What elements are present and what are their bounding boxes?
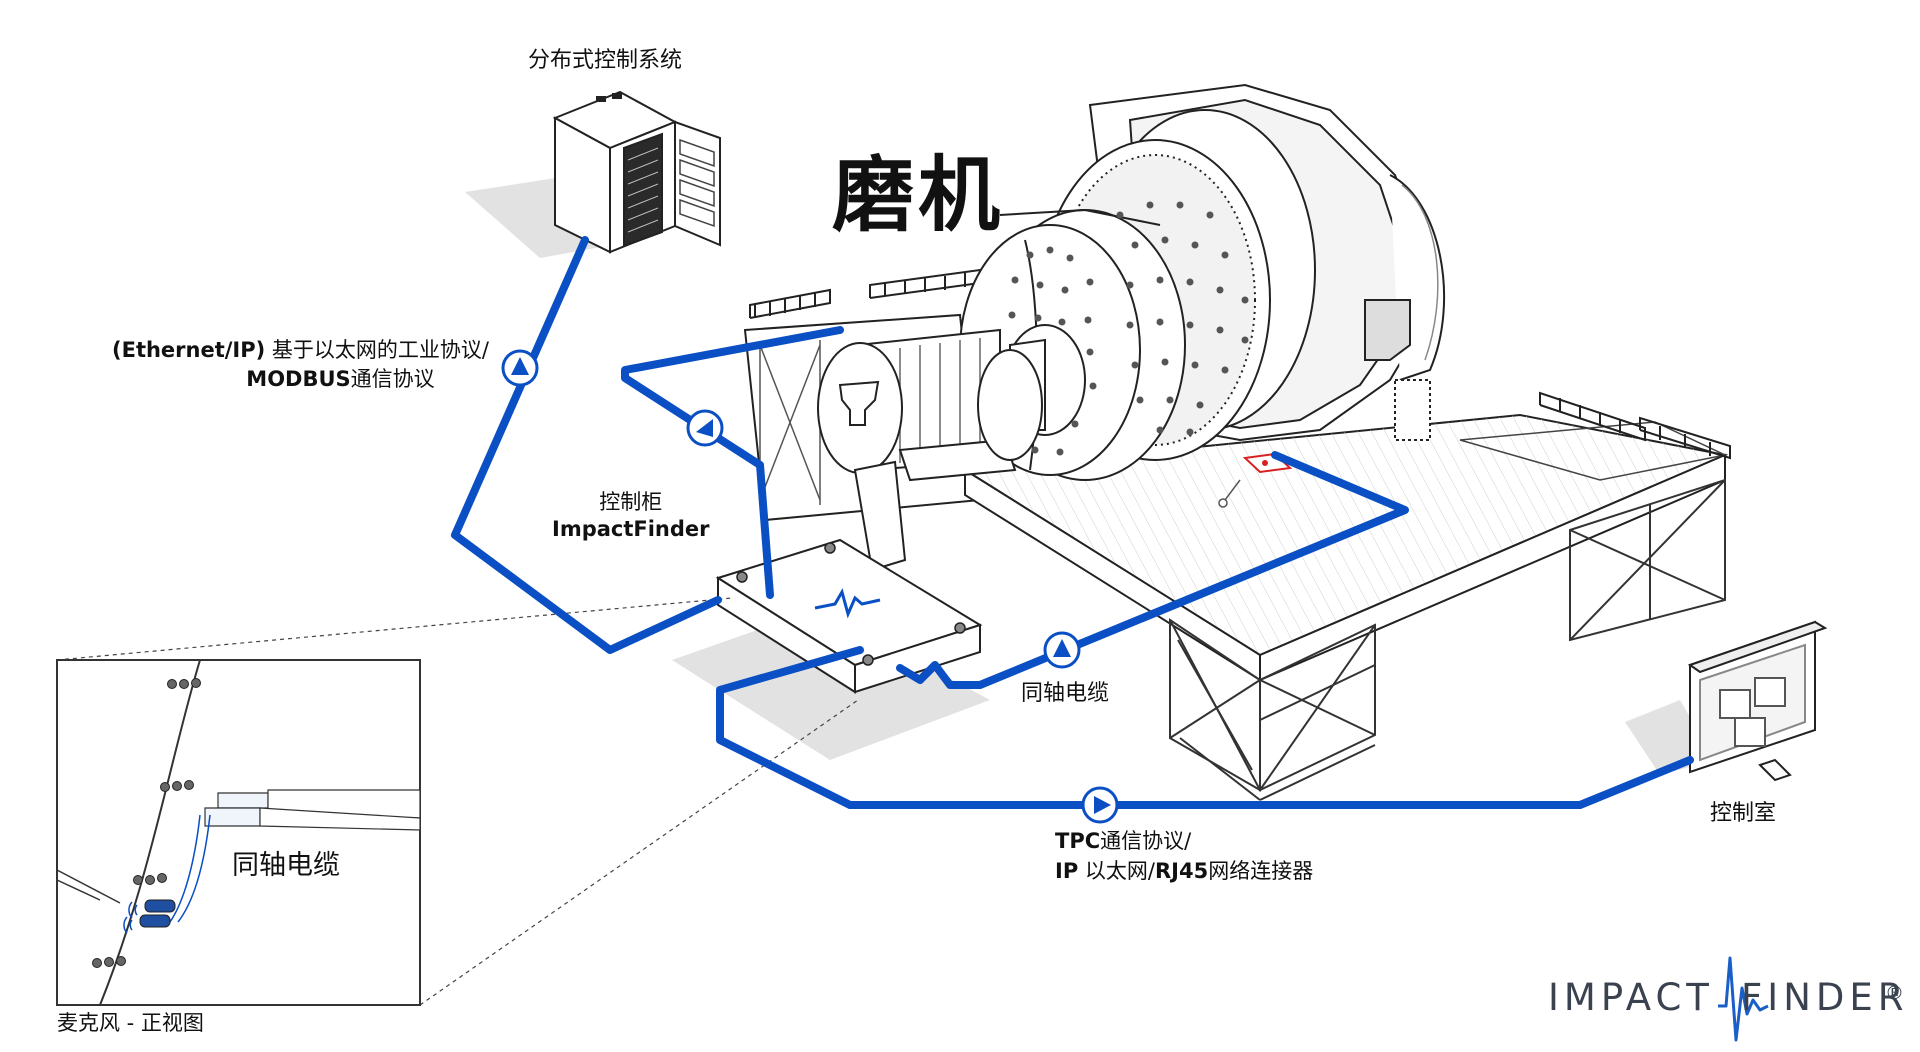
dcs-cable: [451, 236, 722, 654]
ethernet-ip-text: (Ethernet/IP): [112, 338, 266, 362]
coax-cable-label: 同轴电缆: [1021, 681, 1110, 706]
server-rack-icon: [552, 90, 721, 254]
flow-arrow-icon: [1081, 786, 1119, 824]
tpc-desc-text: 通信协议/: [1100, 829, 1192, 853]
flow-arrow-icon: [686, 409, 724, 447]
inset-coax-label: 同轴电缆: [232, 850, 340, 881]
ip-text: IP: [1055, 859, 1079, 883]
motor-cable: [621, 326, 844, 599]
monitor-icon: [1687, 620, 1828, 782]
ethernet-desc-text: 基于以太网的工业协议/: [265, 338, 489, 362]
logo-waveform: [1718, 956, 1769, 1042]
dcs-label: 分布式控制系统: [528, 48, 683, 73]
connector-text: 网络连接器: [1208, 859, 1314, 883]
cabinet-label-line1: 控制柜: [599, 490, 663, 514]
tpc-cable: [716, 646, 1694, 809]
impactfinder-logo: IMPACT FINDER ®: [1548, 948, 1910, 1048]
tpc-text: TPC: [1055, 829, 1101, 853]
logo-registered-mark: ®: [1885, 982, 1904, 1004]
flow-arrow-icon: [501, 349, 539, 387]
rj45-text: RJ45: [1154, 859, 1209, 883]
control-room-label: 控制室: [1710, 801, 1777, 826]
cabinet-label: 控制柜 ImpactFinder: [552, 489, 710, 543]
ethernet-protocol-label: (Ethernet/IP) 基于以太网的工业协议/ MODBUS通信协议: [112, 336, 489, 394]
flow-arrow-icon: [1043, 631, 1081, 669]
logo-finder-text: FINDER: [1741, 976, 1909, 1019]
cabinet-label-line2: ImpactFinder: [552, 517, 710, 541]
tpc-protocol-label: TPC通信协议/ IP 以太网/RJ45网络连接器: [1055, 826, 1313, 886]
waveform-icon: [814, 588, 881, 619]
cables: [451, 236, 1694, 809]
logo-impact-text: IMPACT: [1548, 976, 1714, 1019]
modbus-text: MODBUS: [246, 367, 351, 391]
mill-body: [817, 83, 1446, 572]
microphone-icon: [123, 899, 176, 934]
inset-view: [56, 597, 859, 1006]
mill-title: 磨机: [832, 148, 1005, 243]
microphone-view-label: 麦克风 - 正视图: [57, 1011, 204, 1035]
ethernet-text: 以太网/: [1078, 859, 1155, 883]
sensor-cable: [896, 451, 1409, 689]
flow-arrows: [501, 349, 1119, 824]
modbus-desc-text: 通信协议: [350, 367, 435, 391]
